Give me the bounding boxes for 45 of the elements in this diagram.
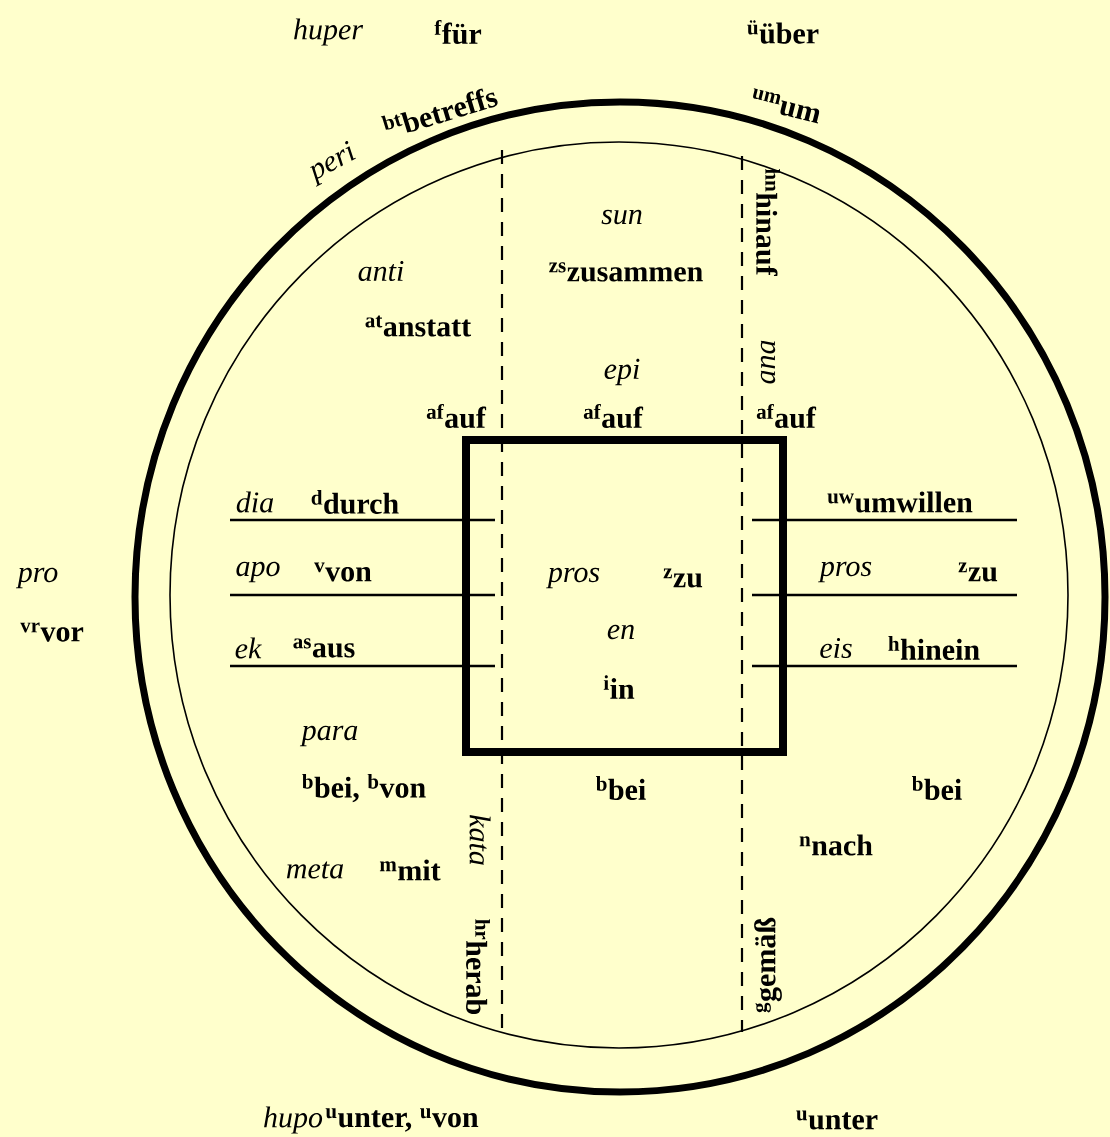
greek-word: pros <box>818 561 872 583</box>
german-word: $^{v}$von <box>314 562 372 582</box>
greek-word: pro <box>15 567 58 589</box>
german-word: $^{zs}$zusammen <box>549 262 703 282</box>
german-word: $^{as}$aus <box>293 638 355 658</box>
german-word: $^{hr}$herab <box>466 919 490 1015</box>
german-word: $^{n}$nach <box>799 834 873 856</box>
german-word: $^{bt}$betreffs <box>380 88 498 133</box>
german-word: $^{u}$unter, $^{u}$von <box>325 1108 479 1132</box>
greek-word: dia <box>236 491 274 513</box>
german-word: $^{m}$mit <box>379 859 441 881</box>
german-word: $^{h}$hinein <box>888 636 980 660</box>
german-word: $^{b}$bei <box>912 776 962 800</box>
greek-word: apo <box>236 561 280 583</box>
greek-word: para <box>299 725 358 747</box>
german-word: $^{af}$auf <box>756 403 817 429</box>
german-word: $^{u}$unter <box>796 1110 878 1130</box>
greek-word: ana <box>760 340 776 384</box>
german-word: $^{ü}$über <box>747 20 819 44</box>
greek-word: meta <box>286 861 344 879</box>
german-word: $^{at}$anstatt <box>365 315 472 337</box>
german-word: $^{g}$gemäß <box>754 917 782 1013</box>
greek-word: en <box>607 624 634 640</box>
german-word: $^{hn}$hinauf <box>756 168 780 276</box>
german-word: $^{um}$um <box>753 88 820 124</box>
inner-circle <box>169 141 1069 1049</box>
german-word: $^{i}$in <box>603 675 635 699</box>
german-word: $^{vr}$vor <box>20 622 84 642</box>
greek-word: epi <box>604 358 640 386</box>
german-word: $^{af}$auf <box>426 403 487 429</box>
greek-word: huper <box>294 18 364 46</box>
greek-word: peri <box>310 141 356 187</box>
greek-word: hupo <box>264 1106 323 1134</box>
greek-word: ek <box>235 637 262 659</box>
greek-word: anti <box>358 260 404 282</box>
greek-word: sun <box>601 209 642 225</box>
german-word: $^{z}$zu <box>663 568 703 588</box>
german-word: $^{f}$für <box>434 19 482 45</box>
greek-word: eis <box>820 637 852 659</box>
german-word: $^{uw}$umwillen <box>827 491 973 513</box>
greek-word: pros <box>546 567 600 589</box>
german-word: $^{b}$bei, $^{b}$von <box>302 773 426 803</box>
german-word: $^{z}$zu <box>958 562 998 582</box>
greek-word: kata <box>469 815 491 865</box>
german-word: $^{d}$durch <box>311 490 399 514</box>
